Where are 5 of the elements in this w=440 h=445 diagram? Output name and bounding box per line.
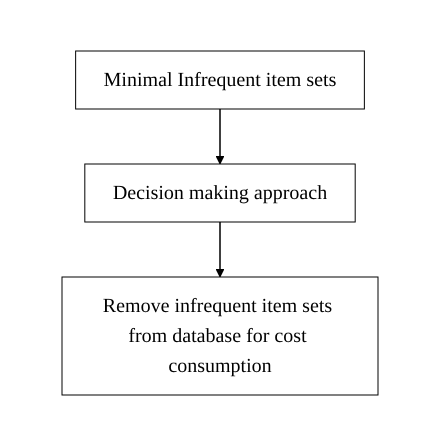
- arrow: [216, 222, 224, 277]
- node-box: Minimal Infrequent item sets: [75, 50, 365, 109]
- node-box: Remove infrequent item sets from database for cost consumption: [62, 276, 378, 395]
- arrow: [216, 108, 224, 164]
- node-box: Decision making approach: [84, 163, 356, 222]
